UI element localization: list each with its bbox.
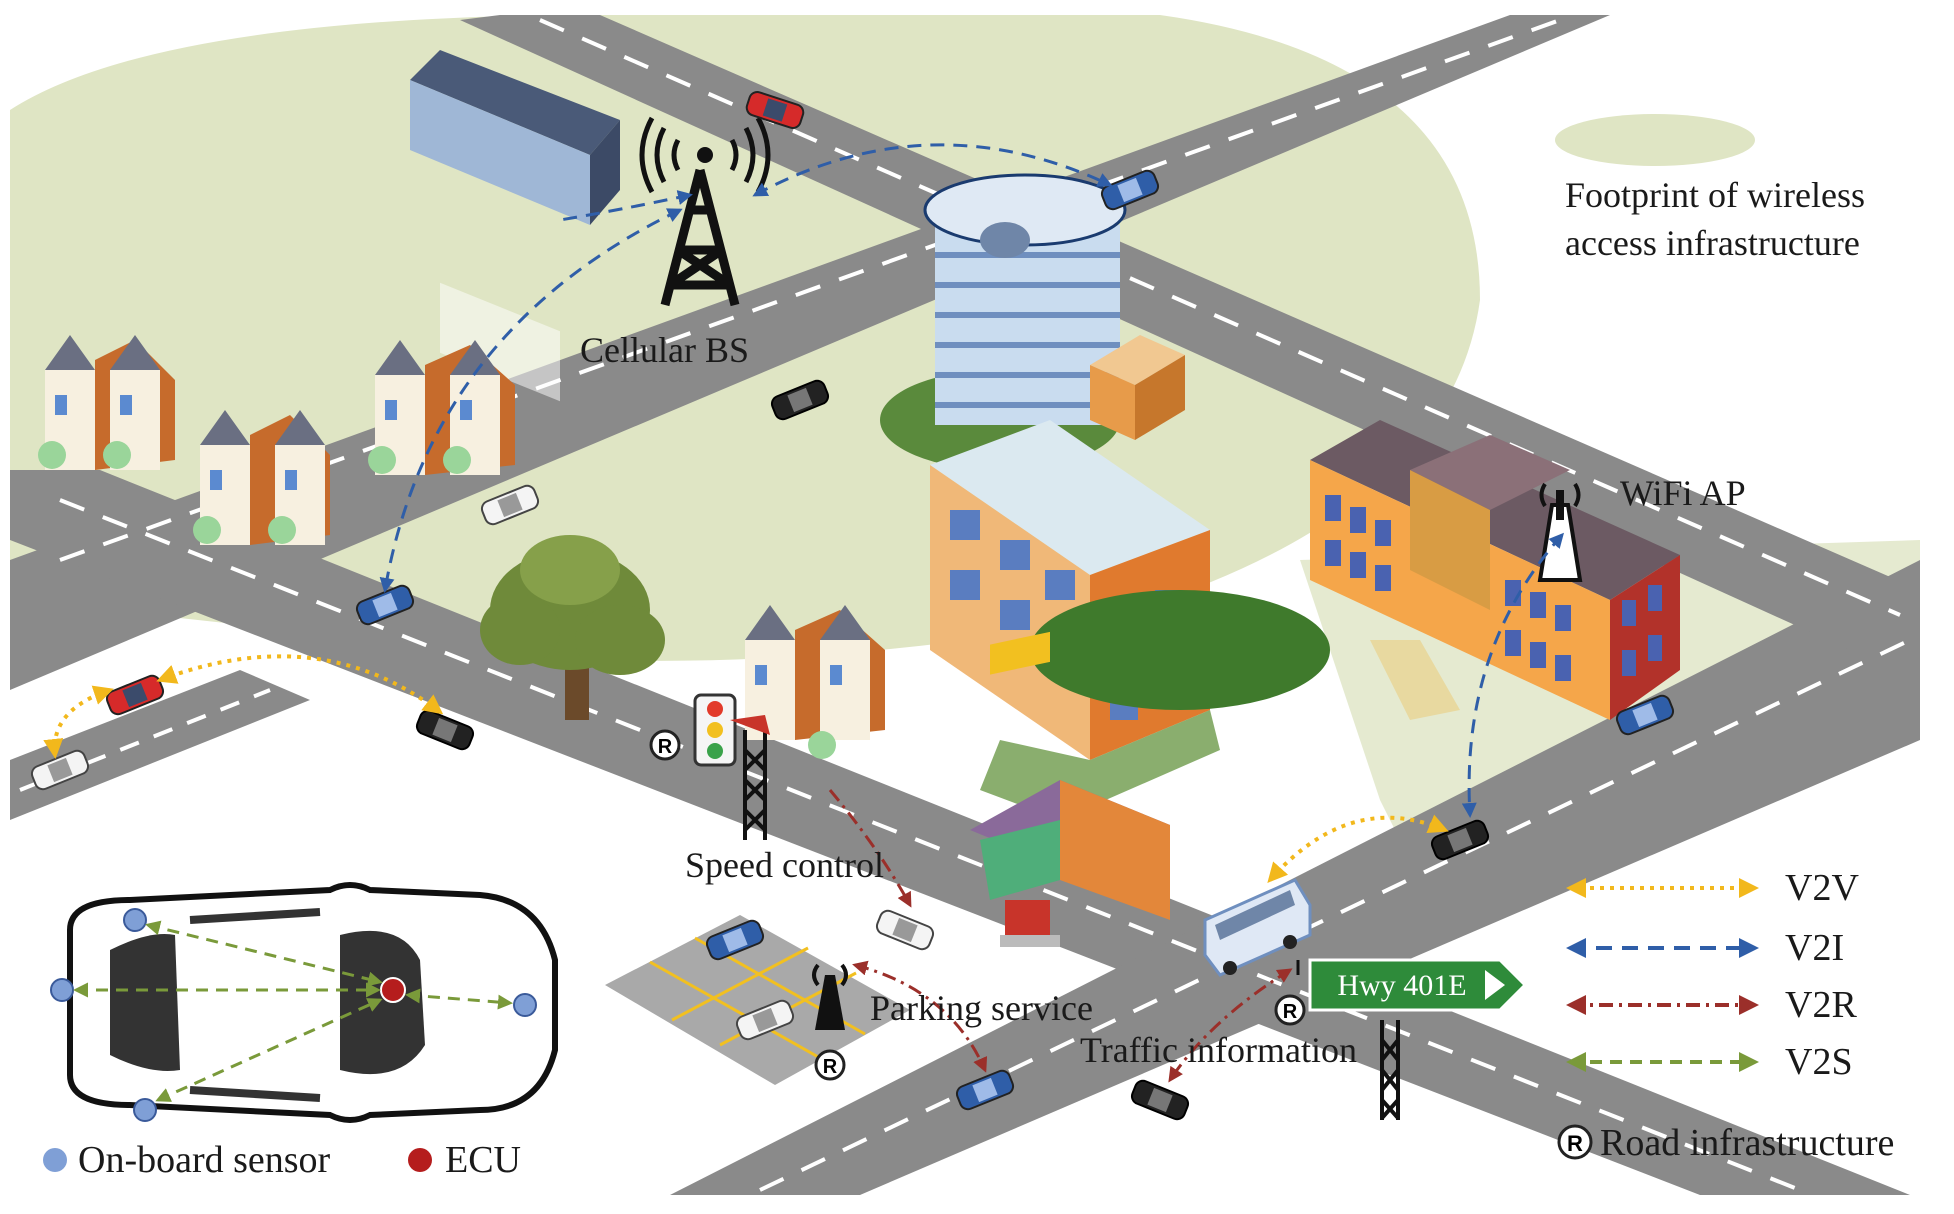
sensor-legend-label: On-board sensor	[78, 1139, 331, 1181]
house-row-1	[38, 335, 175, 470]
legend-v2r: V2R	[1785, 984, 1857, 1026]
ecu-legend-label: ECU	[445, 1139, 521, 1181]
car-rear-window	[110, 934, 180, 1071]
car-blue-bottom	[955, 1069, 1015, 1111]
v2i-link-ap-car	[1461, 532, 1564, 818]
communication-links	[43, 143, 1564, 1083]
footprint-legend-swatch	[1555, 114, 1755, 166]
parking-antenna	[812, 963, 848, 1030]
car-blue-parking	[705, 919, 765, 961]
speed-control-label: Speed control	[685, 845, 884, 885]
link-legend: V2V V2I V2R V2S R Road infrastructure	[1557, 867, 1894, 1164]
buildings	[410, 50, 1680, 947]
sensor-dot	[513, 993, 537, 1017]
car-front-window	[340, 930, 425, 1075]
svg-text:R: R	[823, 1056, 838, 1078]
sensor-legend: On-board sensor ECU	[43, 1139, 521, 1181]
ecu-dot	[380, 977, 406, 1003]
v2i-link-bs-car-left	[379, 208, 683, 593]
car-white-left	[30, 749, 90, 791]
footprint-label-line1: Footprint of wireless	[1565, 175, 1865, 215]
svg-text:R: R	[658, 736, 673, 758]
v2r-link-traffic	[1168, 968, 1293, 1083]
traffic-information-label: Traffic information	[1080, 1030, 1357, 1070]
car-blue-left	[355, 584, 415, 626]
legend-road-infrastructure-symbol: R	[1557, 1124, 1593, 1160]
lane-mark-3	[759, 638, 1911, 1192]
legend-v2i: V2I	[1785, 927, 1844, 969]
sensor-legend-swatch	[43, 1148, 67, 1172]
r-marker-traffic-light: R	[649, 729, 681, 761]
traffic-light	[693, 693, 770, 840]
car-sensor-inset	[50, 882, 558, 1123]
highway-sign: Hwy 401E	[1296, 958, 1528, 1120]
house-row-4	[745, 605, 885, 759]
cellular-bs-label: Cellular BS	[580, 330, 749, 370]
car-blue-ne	[1100, 169, 1160, 211]
legend-v2v: V2V	[1785, 867, 1859, 909]
car-white-parking	[735, 999, 795, 1041]
sensor-dot	[123, 908, 147, 932]
wifi-ap-label: WiFi AP	[1620, 473, 1746, 513]
v2v-link-left-2	[156, 654, 444, 715]
v2v-link-left-1	[43, 685, 114, 759]
lane-mark-1	[59, 18, 1561, 562]
v2r-link-speed	[828, 789, 912, 908]
parking-service-label: Parking service	[870, 988, 1093, 1028]
scene-labels: Cellular BS WiFi AP Speed control Parkin…	[580, 175, 1865, 1070]
small-orange-building	[1090, 335, 1185, 440]
car-black-bottom	[1130, 1079, 1190, 1121]
car-white-center	[875, 909, 935, 951]
svg-text:R: R	[1567, 1131, 1583, 1156]
road-infrastructure-markers: R R R	[649, 729, 1306, 1081]
house-row-2	[193, 410, 330, 545]
car-black-left	[415, 709, 475, 751]
footprint-label-line2: access infrastructure	[1565, 223, 1860, 263]
car-blue-right	[1615, 694, 1675, 736]
sensor-dot	[50, 978, 74, 1002]
ecu-legend-swatch	[408, 1148, 432, 1172]
svg-text:R: R	[1283, 1001, 1298, 1023]
r-marker-parking: R	[814, 1049, 846, 1081]
r-marker-sign: R	[1274, 994, 1306, 1026]
road-diagonal-main	[10, 470, 1910, 1195]
car-red-top	[745, 91, 805, 129]
lane-mark-2	[59, 498, 1801, 1192]
legend-v2s: V2S	[1785, 1041, 1853, 1083]
sensor-dot	[133, 1098, 157, 1122]
highway-sign-text: Hwy 401E	[1337, 969, 1466, 1002]
legend-road-infrastructure: Road infrastructure	[1600, 1122, 1894, 1164]
car-black-mid	[770, 379, 830, 421]
v2v-link-bus-car	[1267, 814, 1449, 883]
gas-station	[970, 631, 1170, 947]
v2r-link-parking	[852, 960, 988, 1073]
v2i-link-bs-car-ne	[752, 143, 1113, 197]
